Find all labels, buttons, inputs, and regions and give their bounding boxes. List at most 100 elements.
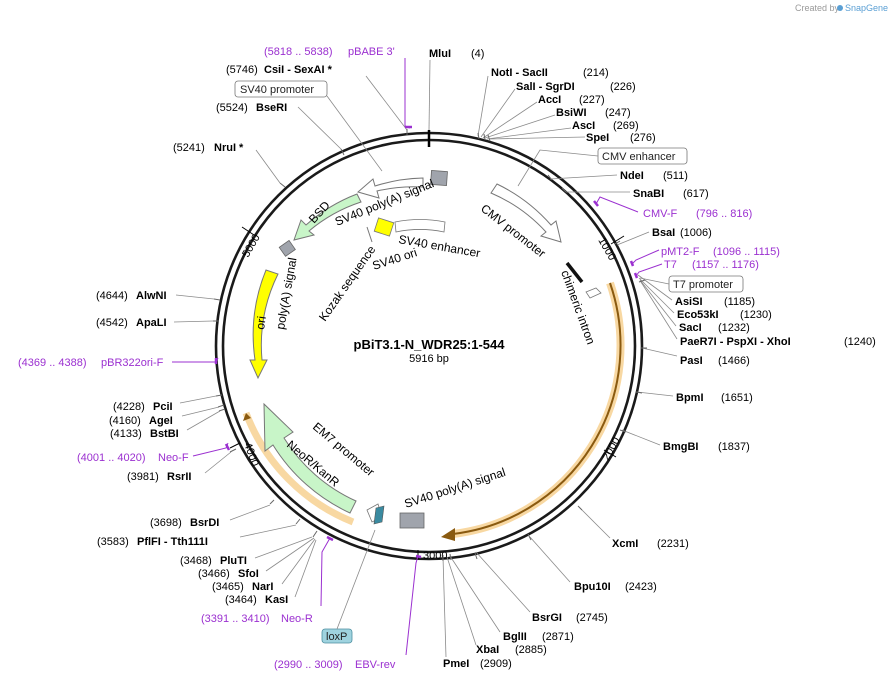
feature-neo-arrowhead: [243, 413, 251, 421]
feature-neokan-arrow[interactable]: [263, 402, 357, 514]
primer-t7[interactable]: T7 (1157 .. 1176): [635, 259, 759, 277]
primer-mark-cmv-f: [593, 200, 599, 207]
site-bseri[interactable]: (5524) BseRI: [216, 102, 342, 150]
svg-text:(3465): (3465): [212, 581, 244, 593]
feature-sv40-polya-top-block: [430, 170, 448, 186]
site-csii-sexai[interactable]: (5746) CsiI - SexAI *: [226, 64, 408, 131]
site-asci[interactable]: AscI (269): [486, 120, 639, 140]
box-sv40-promoter-label: SV40 promoter: [240, 84, 314, 96]
site-pasi[interactable]: PasI (1466): [641, 347, 750, 367]
site-xcmi[interactable]: XcmI (2231): [578, 506, 689, 550]
svg-text:(2231): (2231): [657, 538, 689, 550]
svg-text:Eco53kI: Eco53kI: [677, 309, 719, 321]
svg-text:AccI: AccI: [538, 94, 561, 106]
svg-text:XcmI: XcmI: [612, 538, 638, 550]
svg-text:(1230): (1230): [740, 309, 772, 321]
site-bglii[interactable]: BglII (2871): [449, 555, 574, 643]
svg-text:PflFI - Tth111I: PflFI - Tth111I: [137, 536, 208, 548]
site-paer7i-pspxi-xhoi[interactable]: PaeR7I - PspXI - XhoI (1240): [640, 281, 876, 348]
label-cmv-promoter: CMV promoter: [478, 201, 548, 260]
site-asisi[interactable]: AsiSI (1185): [637, 274, 755, 308]
site-nari[interactable]: (3465) NarI: [212, 538, 316, 593]
svg-text:SpeI: SpeI: [586, 132, 609, 144]
svg-text:(4160): (4160): [109, 415, 141, 427]
svg-text:BsiWI: BsiWI: [556, 107, 587, 119]
site-bsai[interactable]: BsaI (1006): [616, 227, 712, 246]
site-pmei[interactable]: PmeI (2909): [442, 556, 512, 670]
primer-cmv-f[interactable]: CMV-F (796 .. 816): [595, 196, 752, 220]
feature-orf-arrowhead: [441, 528, 455, 541]
primer-mark-neo-f: [224, 443, 231, 451]
primer-pmt2-f[interactable]: pMT2-F (1096 .. 1115): [631, 246, 780, 265]
label-sv40-ori: SV40 ori: [371, 245, 419, 273]
box-sv40-promoter[interactable]: [234, 80, 328, 98]
svg-text:AscI: AscI: [572, 120, 595, 132]
primer-mark-neo-r: [326, 535, 334, 542]
site-bsrdi[interactable]: (3698) BsrDI: [150, 504, 271, 529]
site-snabi[interactable]: SnaBI (617): [566, 188, 709, 200]
site-bsiwi[interactable]: BsiWI (247): [484, 107, 631, 139]
svg-text:SnaBI: SnaBI: [633, 188, 664, 200]
site-bsrgi[interactable]: BsrGI (2745): [475, 551, 608, 624]
snapgene-logo-icon: [837, 5, 843, 11]
site-eco53ki[interactable]: Eco53kI (1230): [638, 277, 772, 321]
svg-text:pBR322ori-F: pBR322ori-F: [101, 357, 164, 369]
svg-text:(4542): (4542): [96, 317, 128, 329]
svg-text:(3468): (3468): [180, 555, 212, 567]
site-nrui[interactable]: (5241) NruI *: [173, 142, 281, 184]
feature-loxp-marker: [373, 505, 385, 525]
plasmid-size: 5916 bp: [409, 353, 449, 365]
site-pcii[interactable]: (4228) PciI: [113, 395, 217, 413]
feature-sv40-polya-top-arrow[interactable]: [356, 177, 424, 199]
svg-text:SfoI: SfoI: [238, 568, 259, 580]
credit-text: Created by: [795, 3, 840, 13]
site-bpmi[interactable]: BpmI (1651): [636, 391, 753, 404]
svg-text:(511): (511): [663, 170, 688, 182]
site-kasi[interactable]: (3464) KasI: [225, 539, 317, 606]
feature-cmv-promoter-arrow[interactable]: [490, 183, 562, 243]
site-bstbi[interactable]: (4133) BstBI: [110, 410, 221, 440]
site-agei[interactable]: (4160) AgeI: [109, 406, 220, 427]
tick-2000: 2000: [600, 435, 623, 462]
site-sfoi[interactable]: (3466) SfoI: [198, 537, 315, 580]
site-ticks: [213, 129, 647, 561]
site-acci[interactable]: AccI (227): [482, 94, 605, 139]
svg-text:BmgBI: BmgBI: [663, 441, 698, 453]
primer-pbr322ori-f[interactable]: (4369 .. 4388) pBR322ori-F: [18, 357, 219, 369]
site-alwni[interactable]: (4644) AlwNI: [96, 290, 215, 302]
site-saci[interactable]: SacI (1232): [639, 279, 750, 334]
primer-neo-r[interactable]: (3391 .. 3410) Neo-R: [201, 537, 331, 625]
feature-ori-arrow[interactable]: [249, 269, 279, 380]
svg-text:(1240): (1240): [844, 336, 876, 348]
svg-text:(3464): (3464): [225, 594, 257, 606]
site-rsrii[interactable]: (3981) RsrII: [127, 451, 232, 483]
primer-neo-f[interactable]: (4001 .. 4020) Neo-F: [77, 442, 229, 464]
svg-text:(5746): (5746): [226, 64, 258, 76]
feature-orf-arrow[interactable]: [452, 282, 622, 535]
site-bpu10i[interactable]: Bpu10I (2423): [529, 536, 657, 593]
primer-mark-ebv-rev: [415, 554, 422, 559]
site-xbai[interactable]: XbaI (2885): [446, 556, 547, 656]
plasmid-name: pBiT3.1-N_WDR25:1-544: [354, 337, 506, 352]
svg-text:KasI: KasI: [265, 594, 288, 606]
svg-text:(4001 .. 4020): (4001 .. 4020): [77, 452, 146, 464]
site-mlui[interactable]: MluI (4): [428, 48, 484, 131]
feature-bsd-arrow[interactable]: [293, 193, 362, 241]
site-bmgbi[interactable]: BmgBI (1837): [621, 429, 750, 453]
site-pflfi-tth111i[interactable]: (3583) PflFI - Tth111I: [97, 524, 297, 548]
svg-text:(3466): (3466): [198, 568, 230, 580]
site-spei[interactable]: SpeI (276): [488, 132, 656, 144]
site-ndei[interactable]: NdeI (511): [549, 170, 688, 182]
primer-ebv-rev[interactable]: (2990 .. 3009) EBV-rev: [274, 555, 419, 671]
site-apali[interactable]: (4542) ApaLI: [96, 317, 214, 329]
site-noti-sacii[interactable]: NotI - SacII (214): [477, 67, 609, 137]
site-pluti[interactable]: (3468) PluTI: [180, 536, 313, 567]
svg-text:Bpu10I: Bpu10I: [574, 581, 611, 593]
svg-text:(2885): (2885): [515, 644, 547, 656]
svg-text:(214): (214): [583, 67, 609, 79]
svg-text:(2909): (2909): [480, 658, 512, 670]
svg-text:NruI *: NruI *: [214, 142, 244, 154]
site-sali-sgrdi[interactable]: SalI - SgrDI (226): [480, 81, 636, 138]
svg-text:CMV-F: CMV-F: [643, 208, 678, 220]
